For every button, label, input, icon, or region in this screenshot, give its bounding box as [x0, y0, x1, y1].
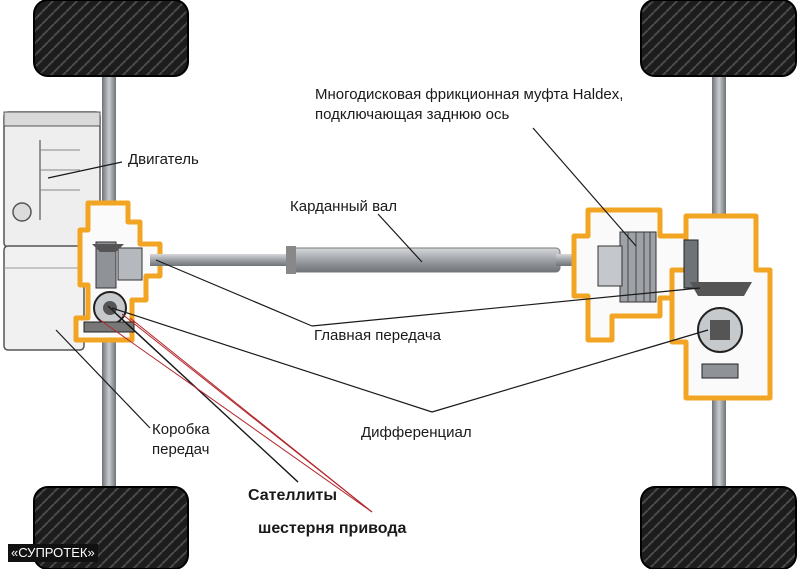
label-haldex-line1: Многодисковая фрикционная муфта Haldex,	[315, 86, 624, 103]
front-final-drive	[92, 241, 143, 289]
label-gearbox-line2: передач	[152, 441, 210, 458]
prop-shaft	[289, 247, 561, 273]
rear-left-tire	[640, 0, 797, 77]
label-final-drive: Главная передача	[314, 327, 442, 344]
label-drive-gear: шестерня привода	[258, 520, 407, 537]
label-gearbox-line1: Коробка	[152, 421, 210, 438]
rear-differential	[697, 307, 743, 379]
prop-shaft-joint	[286, 246, 296, 274]
label-satellites: Сателлиты	[248, 487, 338, 504]
engine-block	[3, 111, 101, 248]
label-haldex-line2: подключающая заднюю ось	[315, 106, 510, 123]
label-differential: Дифференциал	[361, 424, 472, 441]
front-left-tire	[33, 0, 189, 77]
rear-right-tire	[640, 486, 797, 569]
gearbox-housing	[3, 245, 85, 351]
leader-lines-red	[99, 313, 373, 513]
leader-lines	[47, 127, 709, 483]
label-engine: Двигатель	[128, 151, 199, 168]
haldex-clutch	[597, 231, 657, 303]
watermark: «СУПРОТЕК»	[8, 544, 98, 562]
label-propshaft: Карданный вал	[290, 198, 397, 215]
prop-shaft-front-stub	[150, 254, 290, 266]
rear-final-drive	[683, 239, 752, 296]
